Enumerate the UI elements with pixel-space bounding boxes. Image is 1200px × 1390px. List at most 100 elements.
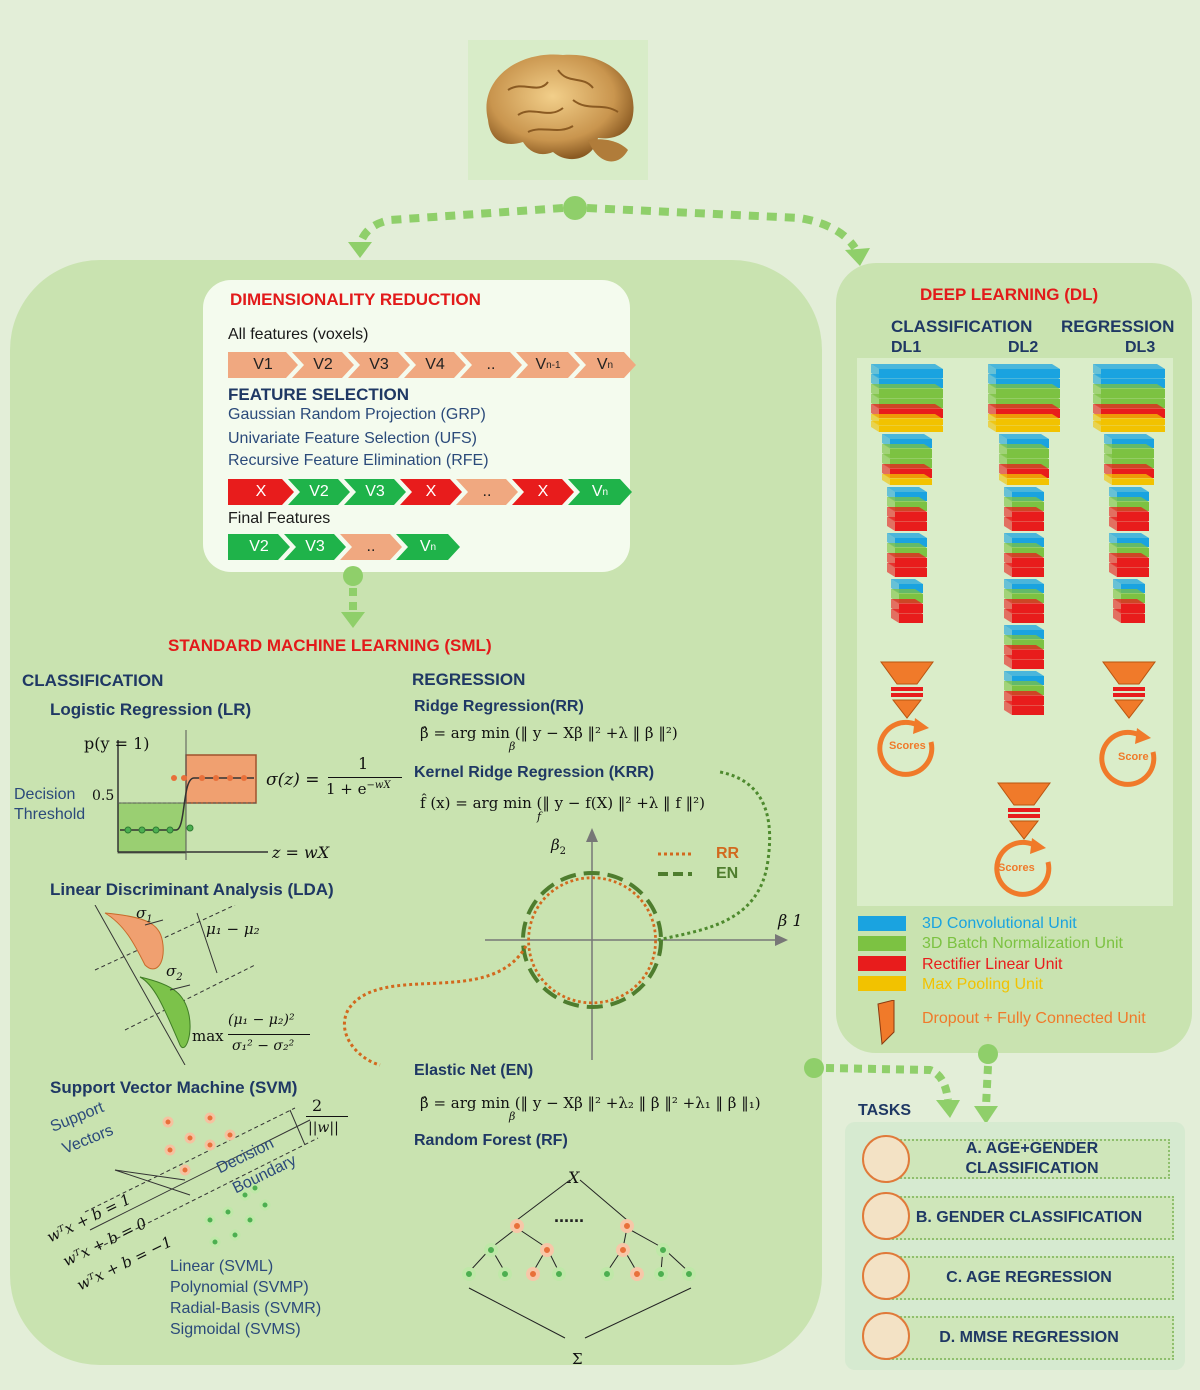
svm-margin-den: ||w|| (308, 1120, 339, 1136)
score-arrowhead (913, 718, 929, 734)
rf-title: Random Forest (RF) (414, 1132, 568, 1149)
en-sub: β (509, 1110, 516, 1123)
chevron: V3 (284, 534, 346, 560)
score-arrow (994, 839, 1052, 897)
legend-rr: RR (716, 845, 740, 862)
fc-head (997, 782, 1051, 840)
lda-max: max (192, 1027, 224, 1045)
chevron: V2 (292, 352, 354, 378)
chevron: V3 (344, 479, 406, 505)
score-dl1: Scores (889, 740, 926, 752)
lr-den: 1 + e−wX (326, 780, 391, 798)
lr-fraction-line (328, 777, 402, 778)
brain-image-panel (468, 40, 648, 180)
lda-num: (μ₁ − μ₂)² (228, 1012, 295, 1028)
score-dl3: Score (1118, 751, 1149, 763)
legend-relu-swatch (858, 956, 906, 971)
chevron: X (400, 479, 462, 505)
svm-margin-line (306, 1116, 348, 1117)
classification-title: CLASSIFICATION (22, 671, 164, 690)
final-features-label: Final Features (228, 510, 331, 527)
chevron: X (512, 479, 574, 505)
lr-title: Logistic Regression (LR) (50, 700, 252, 719)
tasks-title: TASKS (858, 1102, 912, 1119)
layer-r (1004, 655, 1044, 669)
all-features-label: All features (voxels) (228, 326, 369, 343)
legend-bn: 3D Batch Normalization Unit (922, 935, 1123, 952)
legend-bn-swatch (858, 936, 906, 951)
dimensionality-reduction-box (203, 280, 630, 572)
svm-title: Support Vector Machine (SVM) (50, 1078, 298, 1097)
chevron: .. (460, 352, 522, 378)
en-title: Elastic Net (EN) (414, 1062, 534, 1079)
regularization-plot (342, 770, 788, 1067)
top-connector (348, 196, 870, 266)
layer-r (1004, 517, 1044, 531)
task-label: B. GENDER CLASSIFICATION (884, 1196, 1174, 1240)
lda-mu-diff: μ₁ − μ₂ (206, 920, 260, 938)
legend-pool-swatch (858, 976, 906, 991)
axis-beta2: β2 (551, 836, 567, 857)
axis-beta1: β 1 (778, 911, 803, 930)
score-arrowhead (1135, 728, 1151, 744)
lr-x-label: z = wX (272, 843, 330, 862)
method-rfe: Recursive Feature Elimination (RFE) (228, 452, 489, 469)
lr-half: 0.5 (92, 788, 115, 804)
rf-bottom: Σ (572, 1350, 583, 1368)
chevron: V4 (404, 352, 466, 378)
svm-kernel-linear: Linear (SVML) (170, 1258, 274, 1275)
dr-to-sml-connector (341, 566, 365, 628)
sml-title: STANDARD MACHINE LEARNING (SML) (168, 636, 492, 655)
random-forest-diagram (462, 1179, 696, 1339)
en-equation: β̂ = arg min (‖ y − Xβ ‖² +λ₂ ‖ β ‖² +λ₁… (420, 1094, 761, 1112)
rr-equation: β̂ = arg min (‖ y − Xβ ‖² +λ ‖ β ‖²) (420, 724, 678, 742)
legend-dropout: Dropout + Fully Connected Unit (922, 1010, 1146, 1027)
task-age[interactable]: C. AGE REGRESSION (862, 1252, 1174, 1300)
chevron: V2 (288, 479, 350, 505)
svm-kernel-poly: Polynomial (SVMP) (170, 1279, 309, 1296)
task-label: A. AGE+GENDER CLASSIFICATION (884, 1139, 1170, 1179)
legend-conv-swatch (858, 916, 906, 931)
svm-margin-num: 2 (312, 1096, 323, 1115)
layer-y (882, 474, 932, 485)
task-age-gender[interactable]: A. AGE+GENDER CLASSIFICATION (862, 1135, 1172, 1183)
lda-fraction-line (228, 1034, 310, 1035)
layer-r (1113, 609, 1145, 623)
layer-r (891, 609, 923, 623)
chevron: V2 (228, 534, 290, 560)
layer-y (999, 474, 1049, 485)
rf-top: X (568, 1168, 580, 1187)
layer-y (1104, 474, 1154, 485)
chevron: X (228, 479, 294, 505)
lr-y-label: p(y = 1) (84, 734, 150, 753)
legend-pool: Max Pooling Unit (922, 976, 1043, 993)
fc-head (880, 661, 934, 719)
method-ufs: Univariate Feature Selection (UFS) (228, 430, 477, 447)
task-mmse[interactable]: D. MMSE REGRESSION (862, 1312, 1174, 1360)
layer-r (1109, 517, 1149, 531)
method-grp: Gaussian Random Projection (GRP) (228, 406, 486, 423)
lda-plot (94, 905, 256, 1065)
lr-threshold-2: Threshold (14, 806, 86, 823)
rr-sub: β (509, 740, 516, 753)
feature-selection-title: FEATURE SELECTION (228, 385, 410, 404)
krr-equation: f̂ (x) = arg min (‖ y − f(X) ‖² +λ ‖ f ‖… (420, 794, 705, 812)
layer-r (1004, 701, 1044, 715)
krr-title: Kernel Ridge Regression (KRR) (414, 764, 655, 781)
dl-title: DEEP LEARNING (DL) (920, 285, 1099, 304)
brain-icon (862, 1135, 910, 1183)
task-gender[interactable]: B. GENDER CLASSIFICATION (862, 1192, 1174, 1240)
dr-title: DIMENSIONALITY REDUCTION (230, 290, 481, 309)
legend-relu: Rectifier Linear Unit (922, 956, 1063, 973)
dropout-icon (877, 1000, 895, 1046)
dl-architectures (871, 364, 1165, 897)
lr-threshold-1: Decision (14, 786, 76, 803)
chevron: .. (340, 534, 402, 560)
lda-sigma2: σ2 (166, 962, 183, 983)
lda-title: Linear Discriminant Analysis (LDA) (50, 880, 334, 899)
dl-regression: REGRESSION (1061, 317, 1175, 336)
